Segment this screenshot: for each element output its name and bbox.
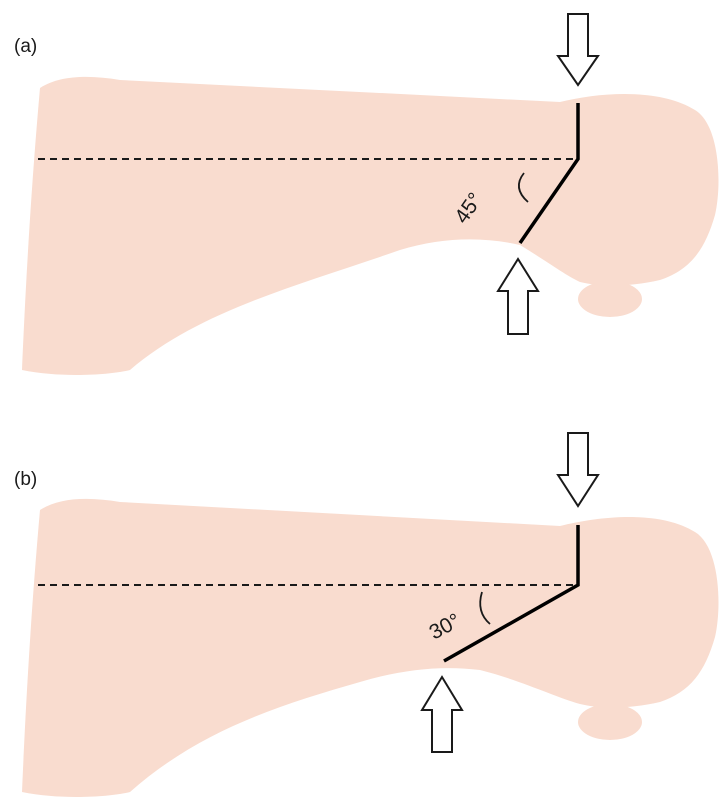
- panel-a-angle-arc: [518, 172, 529, 203]
- panel-a: (a) 45°: [14, 13, 719, 375]
- panel-a-bottom-up-arrow-icon: [496, 257, 540, 335]
- panel-a-label: (a): [14, 36, 37, 57]
- panel-b-bone-shape: [22, 498, 719, 797]
- panel-a-osteotomy-cut-line: [518, 103, 580, 244]
- panel-b-osteotomy-cut-line: [443, 525, 580, 663]
- panel-b-angle-arc: [479, 591, 491, 625]
- panel-a-top-down-arrow-icon: [556, 13, 600, 87]
- panel-b-condyle-shape: [578, 704, 642, 740]
- panel-b-label: (b): [14, 469, 37, 490]
- panel-b-top-down-arrow-icon: [556, 432, 600, 508]
- panel-a-bone-shape: [22, 76, 719, 375]
- panel-b-bottom-up-arrow-icon: [420, 675, 464, 753]
- panel-a-condyle-shape: [578, 281, 642, 317]
- panel-b: (b) 30°: [14, 432, 719, 797]
